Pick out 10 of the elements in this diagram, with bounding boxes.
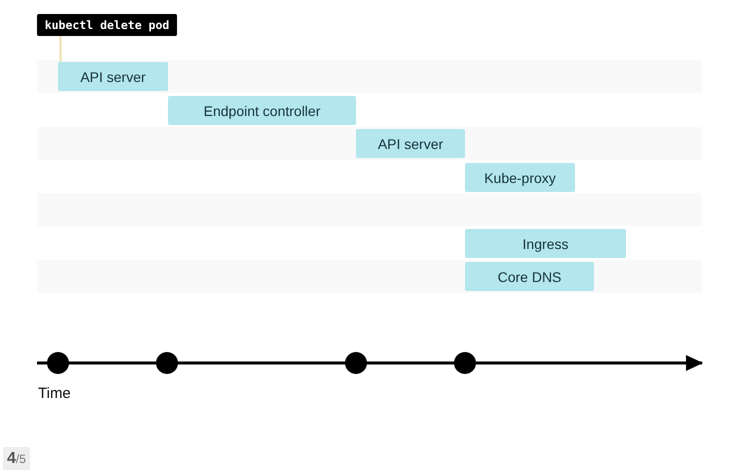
process-box: API server (58, 62, 168, 91)
process-box: Kube-proxy (465, 163, 575, 192)
process-box: Core DNS (465, 262, 594, 291)
axis-label: Time (38, 385, 71, 402)
process-box: Ingress (465, 229, 626, 258)
page-counter: 4/5 (3, 447, 30, 470)
connector-line (60, 36, 62, 62)
command-label: kubectl delete pod (37, 14, 177, 36)
process-box: API server (356, 129, 465, 158)
process-box: Endpoint controller (168, 96, 356, 125)
